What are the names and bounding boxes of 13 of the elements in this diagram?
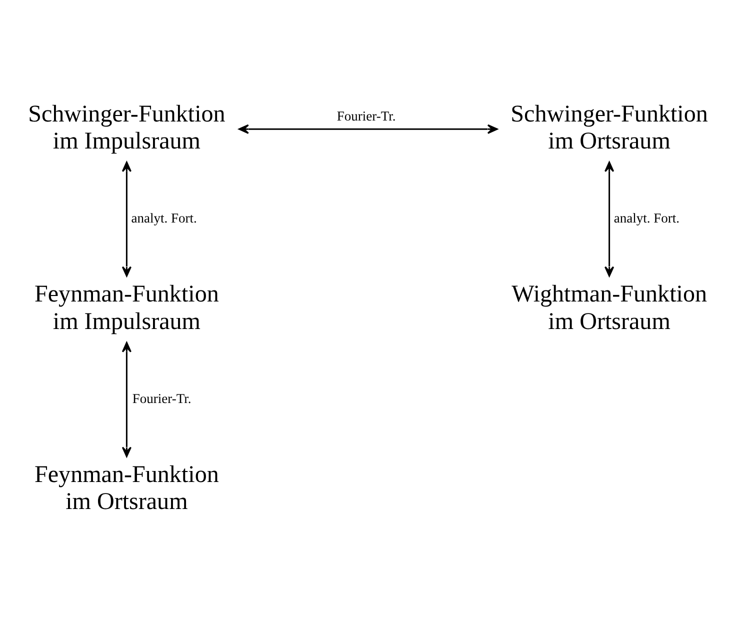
node-text: Feynman-Funktion im Ortsraum: [34, 462, 219, 516]
node-text: Feynman-Funktion im Impulsraum: [34, 282, 219, 335]
edge-label: analyt. Fort.: [614, 210, 680, 226]
edge-label: analyt. Fort.: [131, 210, 197, 226]
node-text: Schwinger-Funktion im Impulsraum: [28, 101, 226, 154]
arrow: [604, 162, 614, 277]
edge-label: Fourier-Tr.: [336, 108, 396, 124]
edge-label: Fourier-Tr.: [132, 391, 192, 406]
node-text: Wightman-Funktion im Ortsraum: [512, 282, 708, 335]
arrow: [238, 124, 498, 134]
node-text: Schwinger-Funktion im Ortsraum: [510, 101, 708, 154]
arrow: [122, 342, 132, 458]
arrow: [122, 162, 132, 277]
